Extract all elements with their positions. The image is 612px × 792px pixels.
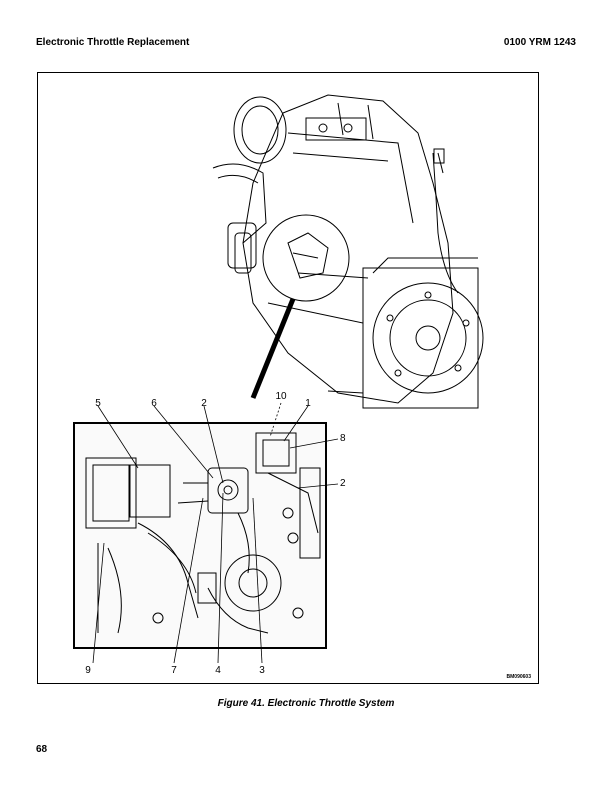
engine-drawing (212, 94, 484, 409)
callout-8: 8 (340, 433, 346, 444)
figure-frame: 1 2 2 3 4 5 6 7 8 9 10 BM090603 (37, 72, 539, 684)
callout-2-right: 2 (340, 478, 346, 489)
inset-detail (73, 422, 327, 649)
engine-illustration: 1 2 2 3 4 5 6 7 8 9 10 BM090603 (73, 94, 532, 680)
callout-10: 10 (275, 391, 287, 402)
section-title: Electronic Throttle Replacement (36, 37, 190, 48)
drawing-id: BM090603 (507, 674, 532, 680)
callout-2-top: 2 (201, 398, 207, 409)
document-number: 0100 YRM 1243 (503, 37, 576, 48)
callout-1: 1 (305, 398, 311, 409)
page-number: 68 (36, 744, 48, 755)
callout-9: 9 (85, 665, 91, 676)
callout-4: 4 (215, 665, 221, 676)
callout-leaders (92, 402, 339, 664)
callout-3: 3 (259, 665, 265, 676)
callout-5: 5 (95, 398, 101, 409)
callout-7: 7 (171, 665, 177, 676)
callout-6: 6 (151, 398, 157, 409)
figure-caption: Figure 41. Electronic Throttle System (217, 698, 395, 709)
